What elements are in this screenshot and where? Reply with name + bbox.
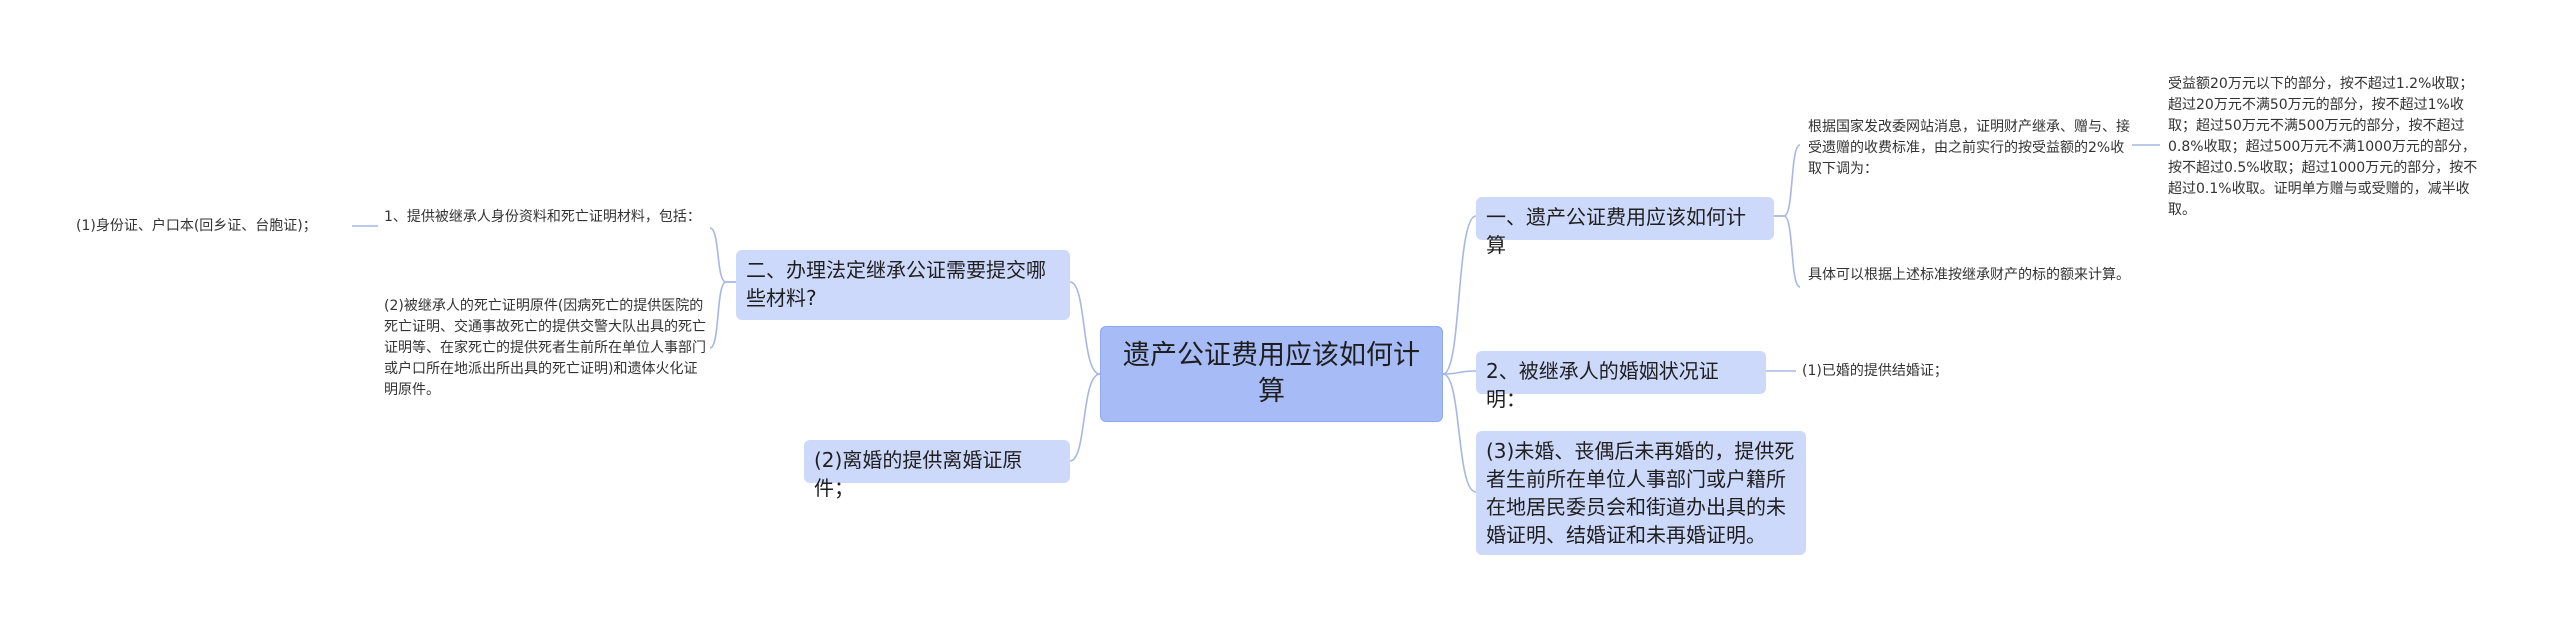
branch-divorce-certificate-label: (2)离婚的提供离婚证原件； xyxy=(814,448,1023,500)
leaf-marriage-certificate[interactable]: (1)已婚的提供结婚证； xyxy=(1802,361,1982,382)
leaf-id-card[interactable]: (1)身份证、户口本(回乡证、台胞证)； xyxy=(76,216,352,237)
branch-divorce-certificate[interactable]: (2)离婚的提供离婚证原件； xyxy=(804,440,1070,500)
branch-marital-status-label: 2、被继承人的婚姻状况证明： xyxy=(1486,359,1719,411)
leaf-identity-documents-text: 1、提供被继承人身份资料和死亡证明材料，包括： xyxy=(384,209,701,225)
branch-unmarried-proof[interactable]: (3)未婚、丧偶后未再婚的，提供死者生前所在单位人事部门或户籍所在地居民委员会和… xyxy=(1476,431,1806,555)
leaf-death-certificate-text: (2)被继承人的死亡证明原件(因病死亡的提供医院的死亡证明、交通事故死亡的提供交… xyxy=(384,298,706,398)
leaf-calc-by-value-text: 具体可以根据上述标准按继承财产的标的额来计算。 xyxy=(1808,267,2130,283)
leaf-id-card-text: (1)身份证、户口本(回乡证、台胞证)； xyxy=(76,218,317,234)
branch-fee-calculation-label: 一、遗产公证费用应该如何计算 xyxy=(1486,205,1746,257)
leaf-fee-standard[interactable]: 根据国家发改委网站消息，证明财产继承、赠与、接受遗赠的收费标准，由之前实行的按受… xyxy=(1808,117,2130,180)
leaf-death-certificate[interactable]: (2)被继承人的死亡证明原件(因病死亡的提供医院的死亡证明、交通事故死亡的提供交… xyxy=(384,296,706,401)
root-topic[interactable]: 遗产公证费用应该如何计算 xyxy=(1100,326,1443,422)
leaf-calc-by-value[interactable]: 具体可以根据上述标准按继承财产的标的额来计算。 xyxy=(1808,265,2130,286)
branch-required-materials[interactable]: 二、办理法定继承公证需要提交哪些材料? xyxy=(736,250,1070,320)
leaf-marriage-certificate-text: (1)已婚的提供结婚证； xyxy=(1802,363,1948,379)
leaf-fee-standard-text: 根据国家发改委网站消息，证明财产继承、赠与、接受遗赠的收费标准，由之前实行的按受… xyxy=(1808,119,2130,177)
branch-fee-calculation[interactable]: 一、遗产公证费用应该如何计算 xyxy=(1476,197,1774,257)
branch-marital-status[interactable]: 2、被继承人的婚姻状况证明： xyxy=(1476,351,1766,411)
leaf-fee-tiers-text: 受益额20万元以下的部分，按不超过1.2%收取；超过20万元不满50万元的部分，… xyxy=(2168,76,2478,218)
root-topic-label: 遗产公证费用应该如何计算 xyxy=(1123,340,1420,407)
branch-required-materials-label: 二、办理法定继承公证需要提交哪些材料? xyxy=(746,258,1046,310)
leaf-fee-tiers[interactable]: 受益额20万元以下的部分，按不超过1.2%收取；超过20万元不满50万元的部分，… xyxy=(2168,74,2482,221)
leaf-identity-documents[interactable]: 1、提供被继承人身份资料和死亡证明材料，包括： xyxy=(384,207,706,228)
branch-unmarried-proof-label: (3)未婚、丧偶后未再婚的，提供死者生前所在单位人事部门或户籍所在地居民委员会和… xyxy=(1486,439,1795,547)
